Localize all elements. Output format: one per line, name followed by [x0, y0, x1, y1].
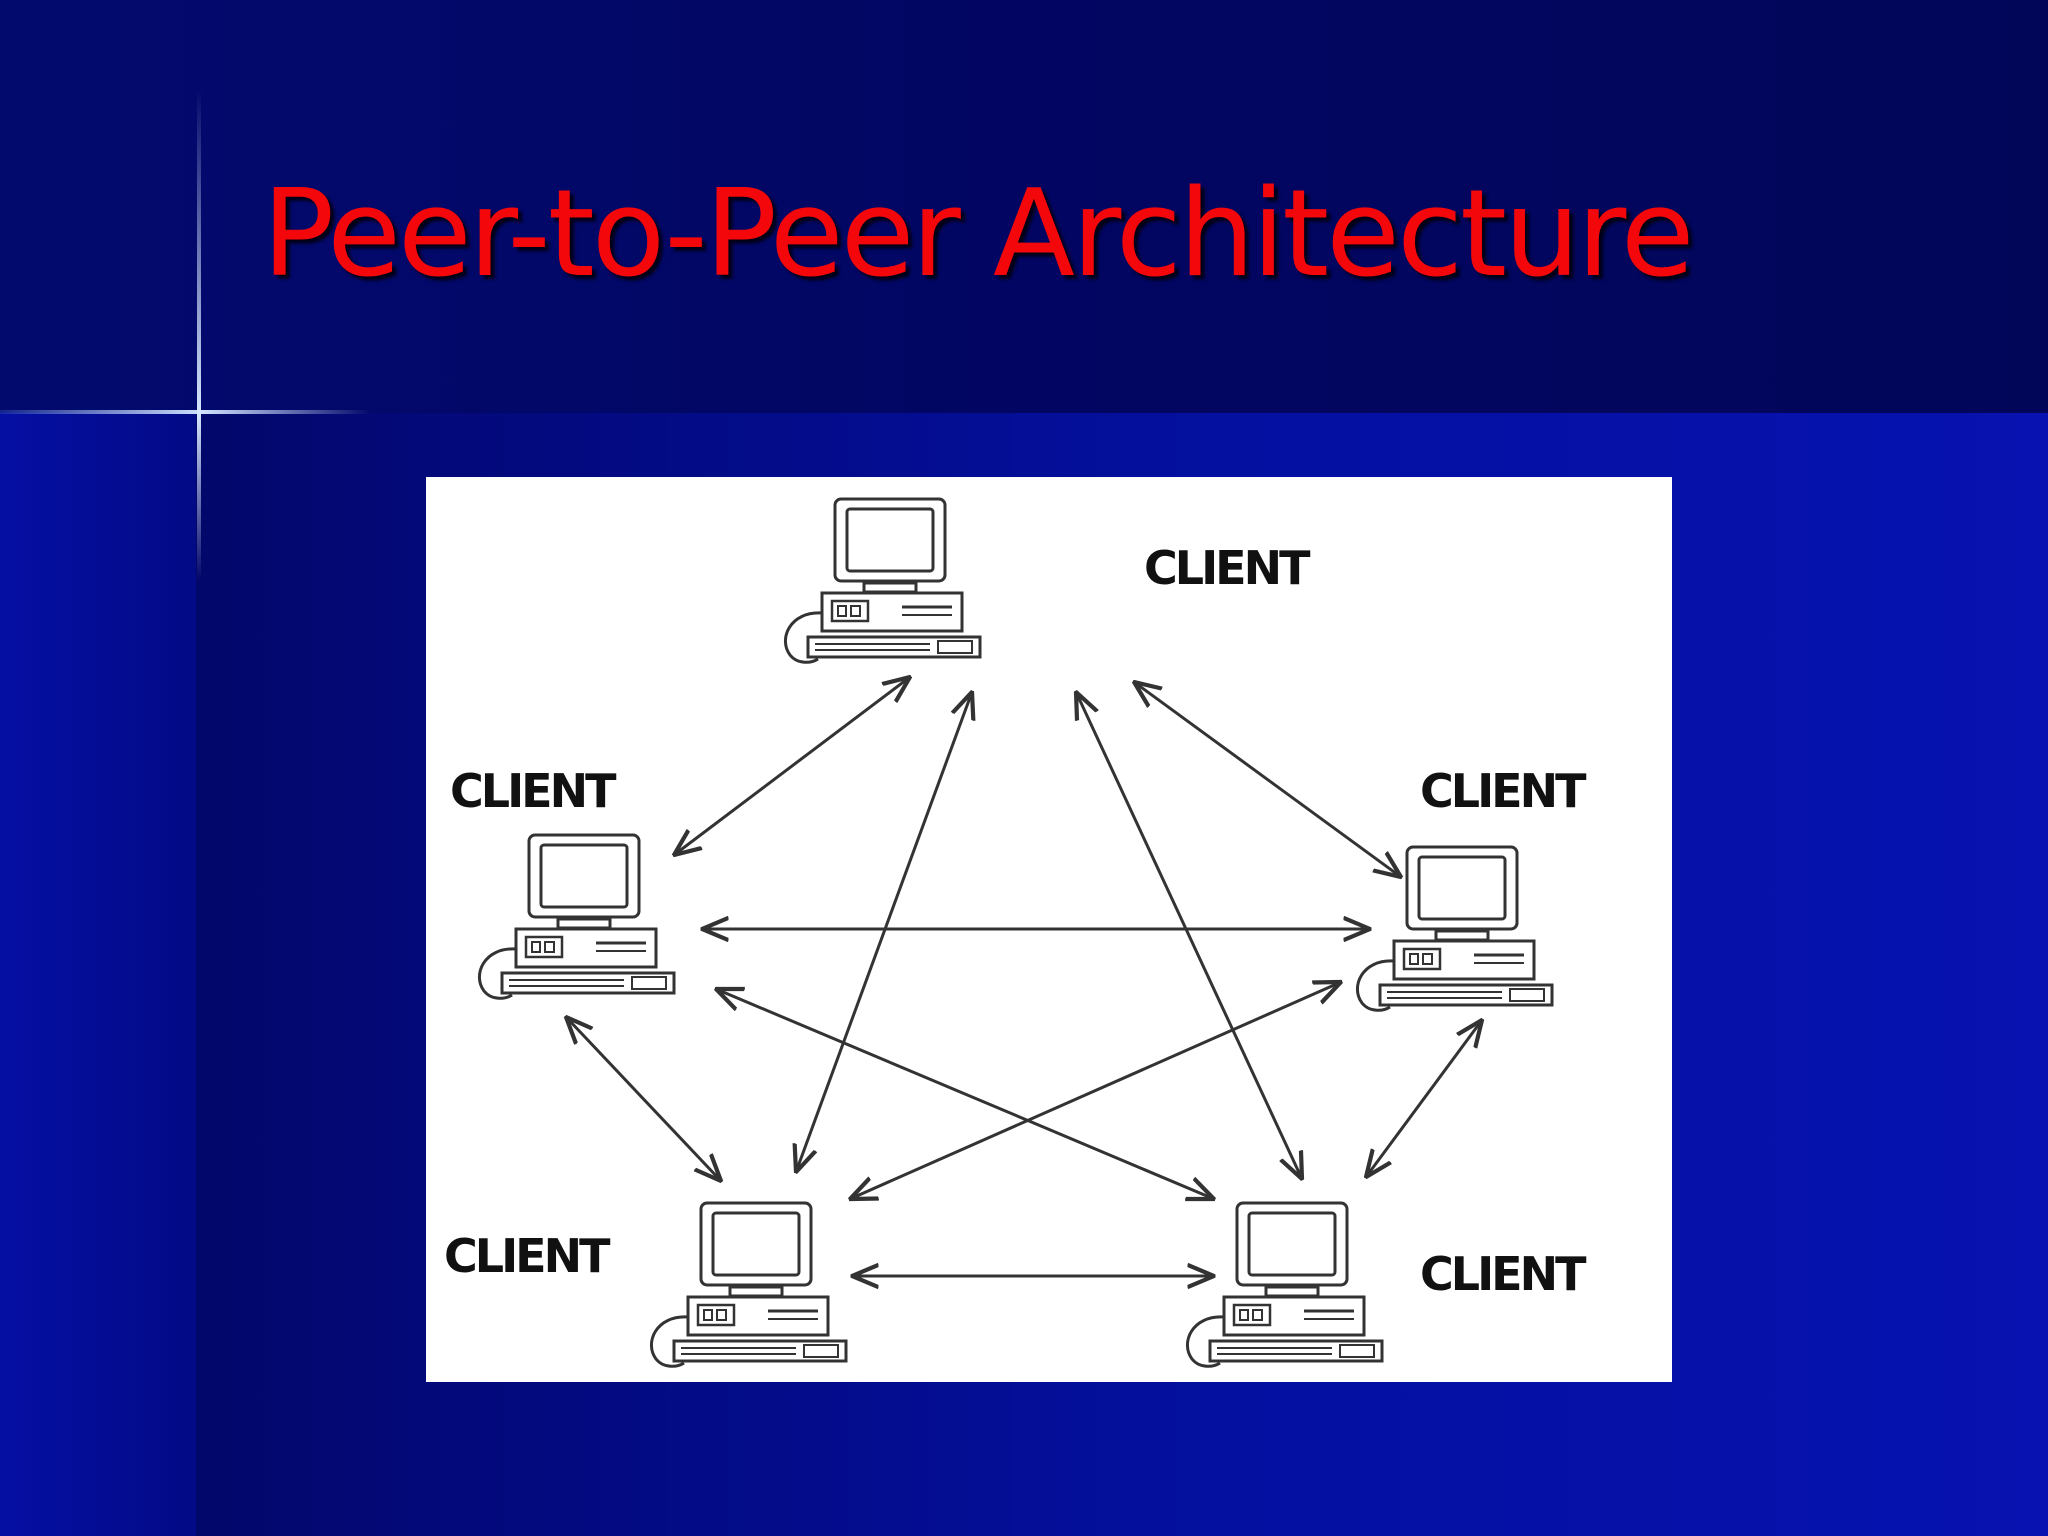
computer-icon: [1185, 1201, 1384, 1368]
edge-right-bottom-right: [1366, 1020, 1482, 1177]
computer-icon: [649, 1201, 848, 1368]
client-label-bottom-right: CLIENT: [1420, 1247, 1587, 1301]
decorative-vertical-line: [197, 90, 201, 580]
p2p-diagram-svg: CLIENT CLIENT CLIENT CLIENT CLIENT: [444, 497, 1590, 1368]
edge-top-bottom-right: [1076, 692, 1302, 1179]
edge-left-bottom-right: [716, 989, 1214, 1199]
title-band: [0, 0, 2048, 413]
client-label-left: CLIENT: [450, 764, 617, 818]
p2p-diagram: CLIENT CLIENT CLIENT CLIENT CLIENT: [426, 477, 1672, 1382]
left-band: [0, 413, 196, 1536]
client-label-top: CLIENT: [1144, 541, 1311, 595]
edge-top-right: [1134, 682, 1401, 877]
decorative-horizontal-line: [0, 410, 370, 414]
computer-icon: [477, 833, 676, 1000]
client-label-right: CLIENT: [1420, 764, 1587, 818]
edge-right-bottom-left: [850, 982, 1341, 1199]
edge-top-left: [674, 677, 910, 855]
computer-icon: [1355, 845, 1554, 1012]
client-label-bottom-left: CLIENT: [444, 1229, 611, 1283]
computer-icon: [783, 497, 982, 664]
edge-left-bottom-left: [566, 1017, 721, 1181]
edge-top-bottom-left: [796, 692, 972, 1172]
slide-title: Peer-to-Peer Architecture: [262, 165, 1695, 304]
